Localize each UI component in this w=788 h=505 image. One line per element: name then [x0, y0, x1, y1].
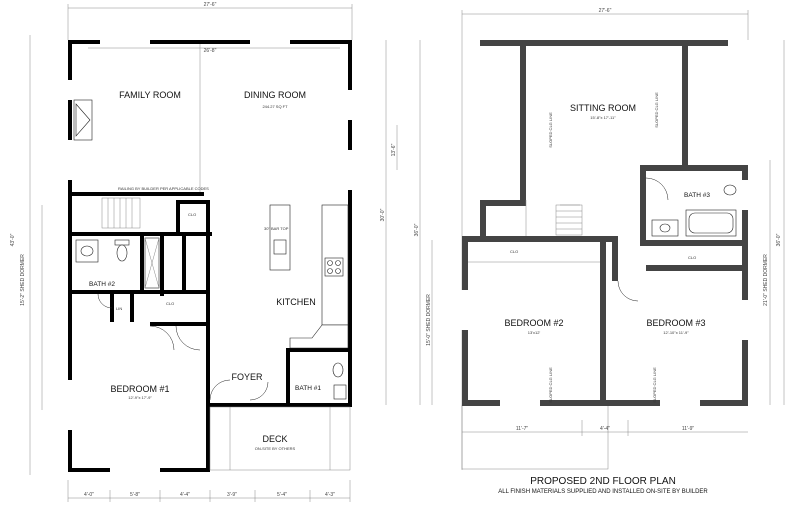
family-room-label: FAMILY ROOM — [119, 90, 181, 100]
dining-room-label: DINING ROOM — [244, 90, 306, 100]
dim-2f-right-overall: 36'-0" — [776, 233, 782, 246]
clo-1-label: CLO — [188, 212, 196, 217]
dim-bottom-2: 5'-8" — [130, 492, 140, 498]
dim-bottom-6: 4'-3" — [325, 492, 335, 498]
2f-wall-top — [480, 40, 728, 46]
2f-clo-1-label: CLO — [510, 249, 518, 254]
dim-2f-left-overall: 36'-0" — [414, 223, 420, 236]
first-floor-plan: 27'-6" 26'-8" 43'-0" 15'-2" SHED DORMER … — [10, 2, 398, 502]
bedroom-2-label: BEDROOM #2 — [504, 318, 563, 328]
dining-sqft-note: 244.27 SQ FT — [262, 104, 288, 109]
stair-railing-note: RAILING BY BUILDER PER APPLICABLE CODES — [118, 186, 209, 191]
lin-label: LIN — [116, 306, 122, 311]
dim-bottom-3: 4'-4" — [180, 492, 190, 498]
2f-clo-2-label: CLO — [688, 255, 696, 260]
sitting-room-size: 15'-8"x 17'-11" — [590, 115, 616, 120]
dim-bottom-1: 4'-0" — [84, 492, 94, 498]
foyer-label: FOYER — [231, 372, 263, 382]
plan-title: PROPOSED 2ND FLOOR PLAN — [530, 476, 676, 487]
clo-2-label: CLO — [166, 301, 174, 306]
dim-bottom-4: 3'-9" — [227, 492, 237, 498]
dim-2f-right-shed: 21'-0" SHED DORMER — [763, 254, 769, 306]
deck-label: DECK — [262, 434, 287, 444]
dim-left-overall: 43'-0" — [10, 233, 16, 246]
sloped-clg-3: SLOPED CLG LINE — [548, 367, 553, 403]
plan-subtitle: ALL FINISH MATERIALS SUPPLIED AND INSTAL… — [498, 489, 708, 495]
bath-3-label: BATH #3 — [684, 192, 710, 199]
dim-left-shed: 15'-2" SHED DORMER — [20, 254, 26, 306]
second-floor-plan: 27'-6" 36'-0" 21'-0" SHED DORMER 36'-0" … — [414, 8, 785, 495]
dim-right-small: 13'-6" — [391, 143, 397, 156]
sloped-clg-2: SLOPED CLG LINE — [654, 92, 659, 128]
dim-2f-left-shed: 15'-0" SHED DORMER — [426, 294, 432, 346]
bar-top-note: 30" BAR TOP — [264, 226, 289, 231]
deck-note: ON-SITE BY OTHERS — [255, 446, 296, 451]
bedroom-1-size: 12'-9"x 17'-9" — [128, 395, 152, 400]
bath-2-label: BATH #2 — [89, 281, 115, 288]
dim-top-inner: 26'-8" — [204, 48, 217, 54]
dim-bottom-5: 5'-4" — [277, 492, 287, 498]
dim-2f-bottom-1: 11'-7" — [516, 426, 529, 432]
sitting-room-label: SITTING ROOM — [570, 103, 636, 113]
sloped-clg-4: SLOPED CLG LINE — [652, 367, 657, 403]
dim-2f-bottom-2: 4'-4" — [600, 426, 610, 432]
bedroom-3-size: 12'-10"x 11'-9" — [663, 330, 689, 335]
dim-right-inner: 30'-0" — [380, 208, 386, 221]
sloped-clg-1: SLOPED CLG LINE — [548, 112, 553, 148]
kitchen-label: KITCHEN — [276, 297, 316, 307]
bedroom-1-label: BEDROOM #1 — [110, 384, 169, 394]
exterior-wall-right — [348, 40, 352, 405]
exterior-wall-left — [68, 40, 72, 472]
dim-top-overall: 27'-6" — [204, 2, 217, 8]
bedroom-2-size: 13'x12' — [528, 330, 541, 335]
bedroom-3-label: BEDROOM #3 — [646, 318, 705, 328]
bath-1-label: BATH #1 — [295, 385, 321, 392]
exterior-wall-top — [68, 40, 352, 44]
dim-2f-bottom-3: 11'-9" — [682, 426, 695, 432]
dim-2f-top: 27'-6" — [599, 8, 612, 14]
deck-outline — [209, 406, 351, 471]
